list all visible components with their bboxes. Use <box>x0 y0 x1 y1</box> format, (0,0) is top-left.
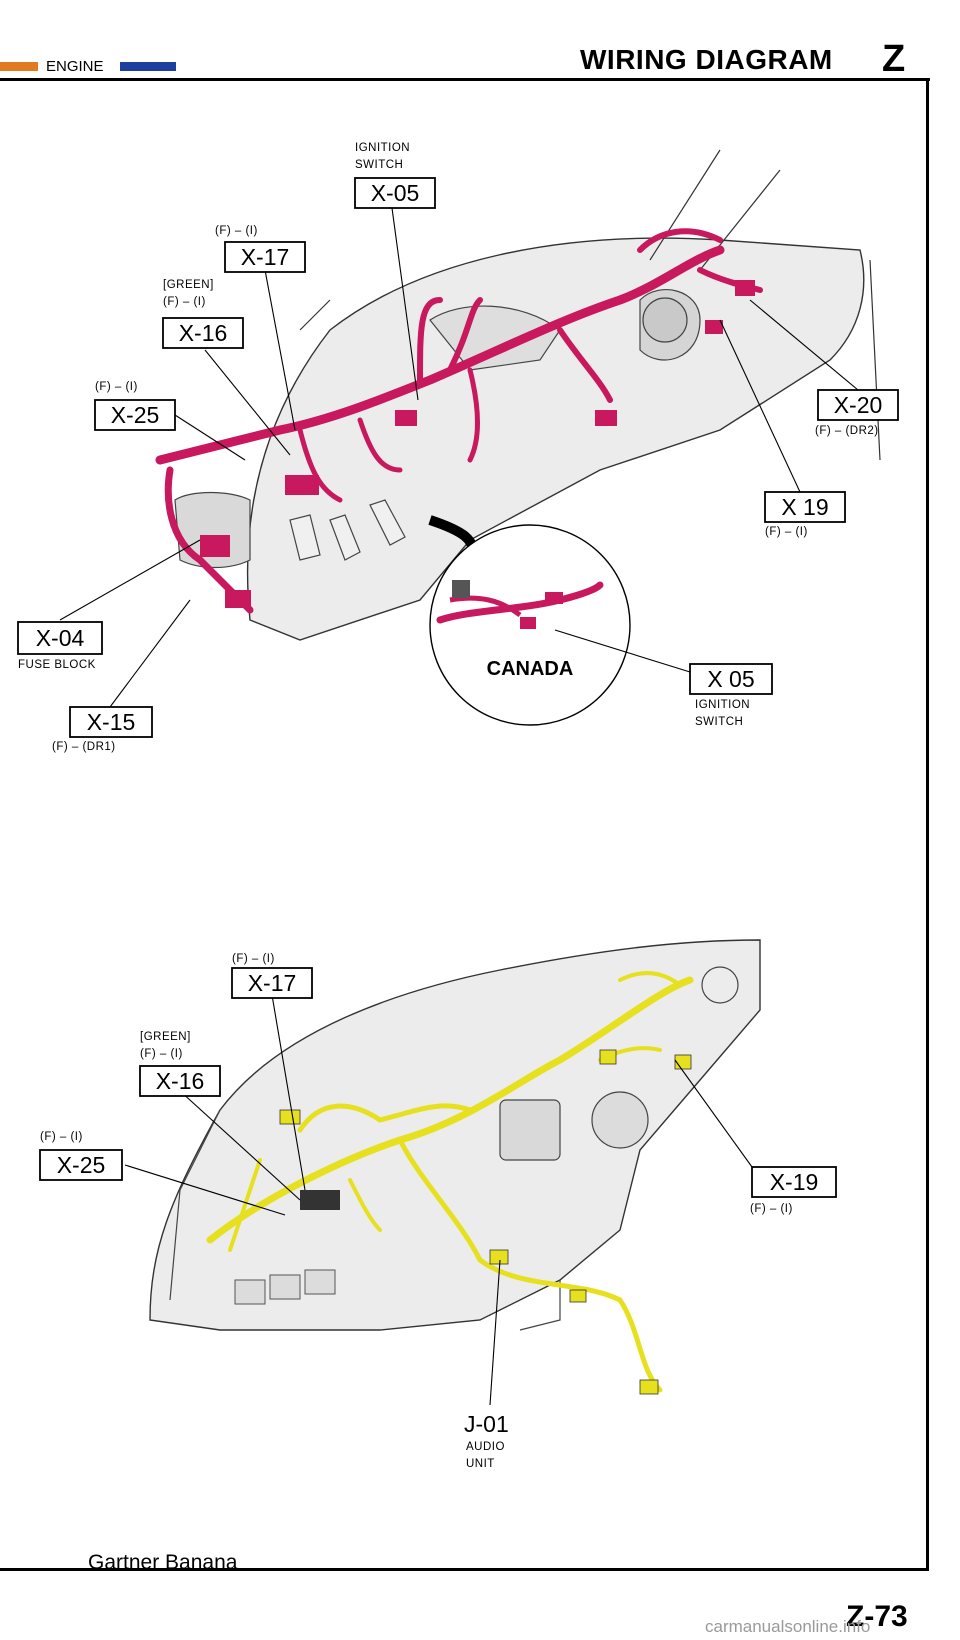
svg-text:(F) – (DR2): (F) – (DR2) <box>815 425 879 437</box>
svg-text:(F) – (I): (F) – (I) <box>140 1048 183 1060</box>
svg-text:(F) – (I): (F) – (I) <box>750 1203 793 1215</box>
svg-text:(F) – (I): (F) – (I) <box>232 953 275 965</box>
callout-x20-top: X-20 (F) – (DR2) <box>815 389 899 437</box>
svg-text:X-17: X-17 <box>248 970 297 996</box>
callout-ignition-switch-top: IGNITION SWITCH X-05 <box>354 142 436 209</box>
svg-text:SWITCH: SWITCH <box>355 159 403 171</box>
page-number: Z-73 <box>846 1600 908 1633</box>
svg-text:X-16: X-16 <box>179 320 228 346</box>
svg-text:[GREEN]: [GREEN] <box>163 279 214 291</box>
watermark: carmanualsonline.info <box>705 1617 871 1636</box>
callout-x16-top: [GREEN] (F) – (I) X-16 <box>162 279 244 349</box>
svg-text:IGNITION: IGNITION <box>695 699 750 711</box>
svg-text:X-25: X-25 <box>57 1152 106 1178</box>
page-title: WIRING DIAGRAM <box>580 44 833 75</box>
svg-text:[GREEN]: [GREEN] <box>140 1031 191 1043</box>
header-rule <box>0 78 930 81</box>
svg-text:X-05: X-05 <box>371 180 420 206</box>
upper-harness-main <box>155 245 725 465</box>
svg-text:X 19: X 19 <box>781 494 828 520</box>
svg-text:X-04: X-04 <box>36 625 85 651</box>
svg-text:(F) – (I): (F) – (I) <box>163 296 206 308</box>
section-tab-left <box>0 62 38 71</box>
callout-x04-fuse-block: X-04 FUSE BLOCK <box>17 621 103 671</box>
callout-x19-top: X 19 (F) – (I) <box>764 491 846 538</box>
callout-x16-bottom: [GREEN] (F) – (I) X-16 <box>139 1031 221 1097</box>
svg-text:X-17: X-17 <box>241 244 290 270</box>
svg-text:(F) – (I): (F) – (I) <box>765 526 808 538</box>
svg-text:(F) – (I): (F) – (I) <box>40 1131 83 1143</box>
frame-right-border <box>926 78 929 1570</box>
callout-ignition-switch-canada: X 05 IGNITION SWITCH <box>689 663 773 728</box>
svg-text:X-20: X-20 <box>834 392 883 418</box>
lower-dashboard-illustration <box>149 939 761 1395</box>
footer-text: Gartner Banana <box>88 1551 238 1574</box>
svg-text:AUDIO: AUDIO <box>466 1441 505 1453</box>
svg-text:(F) – (I): (F) – (I) <box>215 225 258 237</box>
lower-harness-main <box>206 976 694 1244</box>
canada-inset: CANADA <box>429 524 631 726</box>
inset-label: CANADA <box>487 658 574 680</box>
section-letter: Z <box>882 38 906 80</box>
svg-text:UNIT: UNIT <box>466 1458 495 1470</box>
callout-x19-bottom: X-19 (F) – (I) <box>750 1166 837 1215</box>
callout-x17-bottom: (F) – (I) X-17 <box>231 953 313 999</box>
section-label: ENGINE <box>46 58 104 75</box>
svg-text:X-19: X-19 <box>770 1169 819 1195</box>
callout-x25-bottom: (F) – (I) X-25 <box>39 1131 123 1181</box>
svg-text:X-25: X-25 <box>111 402 160 428</box>
upper-dashboard-illustration <box>155 149 881 641</box>
frame-bottom-border <box>0 1568 929 1571</box>
callout-x25-top: (F) – (I) X-25 <box>94 381 176 431</box>
svg-text:J-01: J-01 <box>464 1411 509 1437</box>
section-tab-right <box>120 62 176 71</box>
leader-lines <box>59 207 859 1406</box>
svg-text:IGNITION: IGNITION <box>355 142 410 154</box>
svg-text:X-16: X-16 <box>156 1068 205 1094</box>
callout-j01-audio-unit: J-01 AUDIO UNIT <box>464 1411 509 1470</box>
svg-text:(F) – (I): (F) – (I) <box>95 381 138 393</box>
svg-text:(F) – (DR1): (F) – (DR1) <box>52 741 116 753</box>
callout-x17-top: (F) – (I) X-17 <box>215 225 306 273</box>
svg-text:FUSE BLOCK: FUSE BLOCK <box>18 659 96 671</box>
svg-text:X 05: X 05 <box>707 666 754 692</box>
svg-text:X-15: X-15 <box>87 709 136 735</box>
svg-text:SWITCH: SWITCH <box>695 716 743 728</box>
callout-x15: X-15 (F) – (DR1) <box>52 706 153 753</box>
